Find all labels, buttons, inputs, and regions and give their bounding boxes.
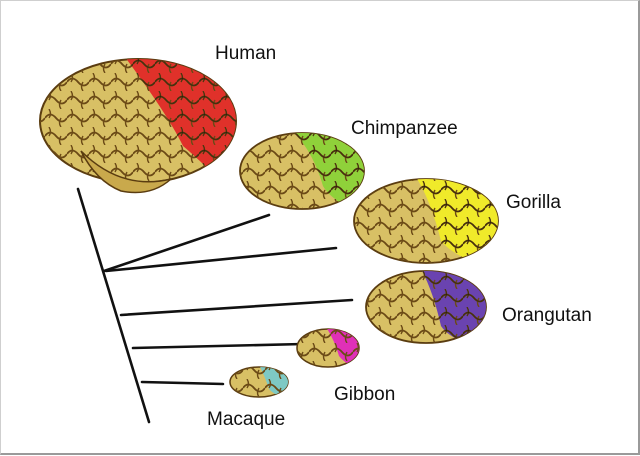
branch-macaque	[140, 380, 225, 386]
label-human: Human	[215, 43, 277, 64]
label-gorilla: Gorilla	[506, 192, 561, 213]
macaque-brain	[229, 366, 289, 398]
chimpanzee-brain	[239, 132, 365, 210]
tree-lines	[76, 187, 354, 424]
branch-chimpanzee	[102, 213, 271, 273]
human-brain	[39, 58, 237, 194]
branch-orangutan	[119, 298, 354, 317]
gibbon-brain	[296, 328, 360, 368]
label-chimpanzee: Chimpanzee	[351, 118, 458, 139]
branch-gibbon	[131, 342, 305, 350]
label-orangutan: Orangutan	[502, 305, 592, 326]
label-gibbon: Gibbon	[334, 384, 396, 405]
label-macaque: Macaque	[207, 409, 286, 430]
gorilla-brain	[353, 178, 499, 264]
tree-trunk	[76, 187, 151, 424]
branch-gorilla	[104, 246, 338, 273]
orangutan-brain	[365, 270, 487, 344]
